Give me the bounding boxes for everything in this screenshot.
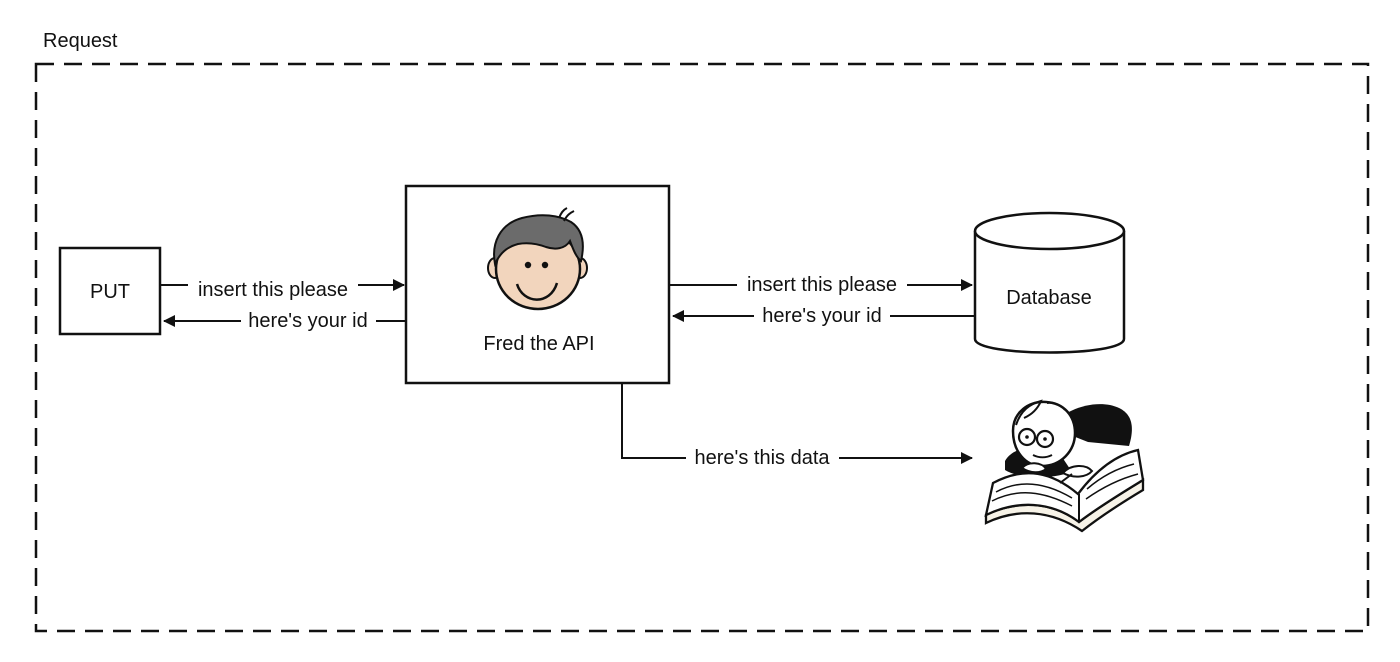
smiling-face-icon (487, 207, 588, 311)
request-frame-title: Request (43, 30, 118, 52)
edge-label-bg (686, 443, 839, 471)
edge-label-bg (754, 302, 890, 330)
database-label: Database (1006, 287, 1092, 309)
edge-label-bg (241, 307, 376, 335)
edge-label-client-to-api: insert this please (198, 279, 348, 301)
edge-label-api-to-reader: here's this data (694, 447, 830, 469)
api-node: Fred the API (404, 184, 671, 385)
request-frame (34, 62, 1370, 633)
edge-label-bg (737, 270, 907, 298)
cylinder-database-icon (973, 211, 1126, 354)
edge-api-to-reader (621, 384, 973, 464)
reading-man-icon (984, 399, 1145, 533)
edge-label-bg (188, 271, 358, 299)
database-node: Database (973, 211, 1126, 354)
api-label: Fred the API (483, 333, 594, 355)
put-label: PUT (90, 281, 130, 303)
put-box (58, 246, 162, 336)
edge-label-database-to-api: here's your id (762, 305, 881, 327)
put-node: PUT (58, 246, 162, 336)
edge-label-api-to-database: insert this please (747, 274, 897, 296)
edge-label-api-to-client: here's your id (248, 310, 367, 332)
